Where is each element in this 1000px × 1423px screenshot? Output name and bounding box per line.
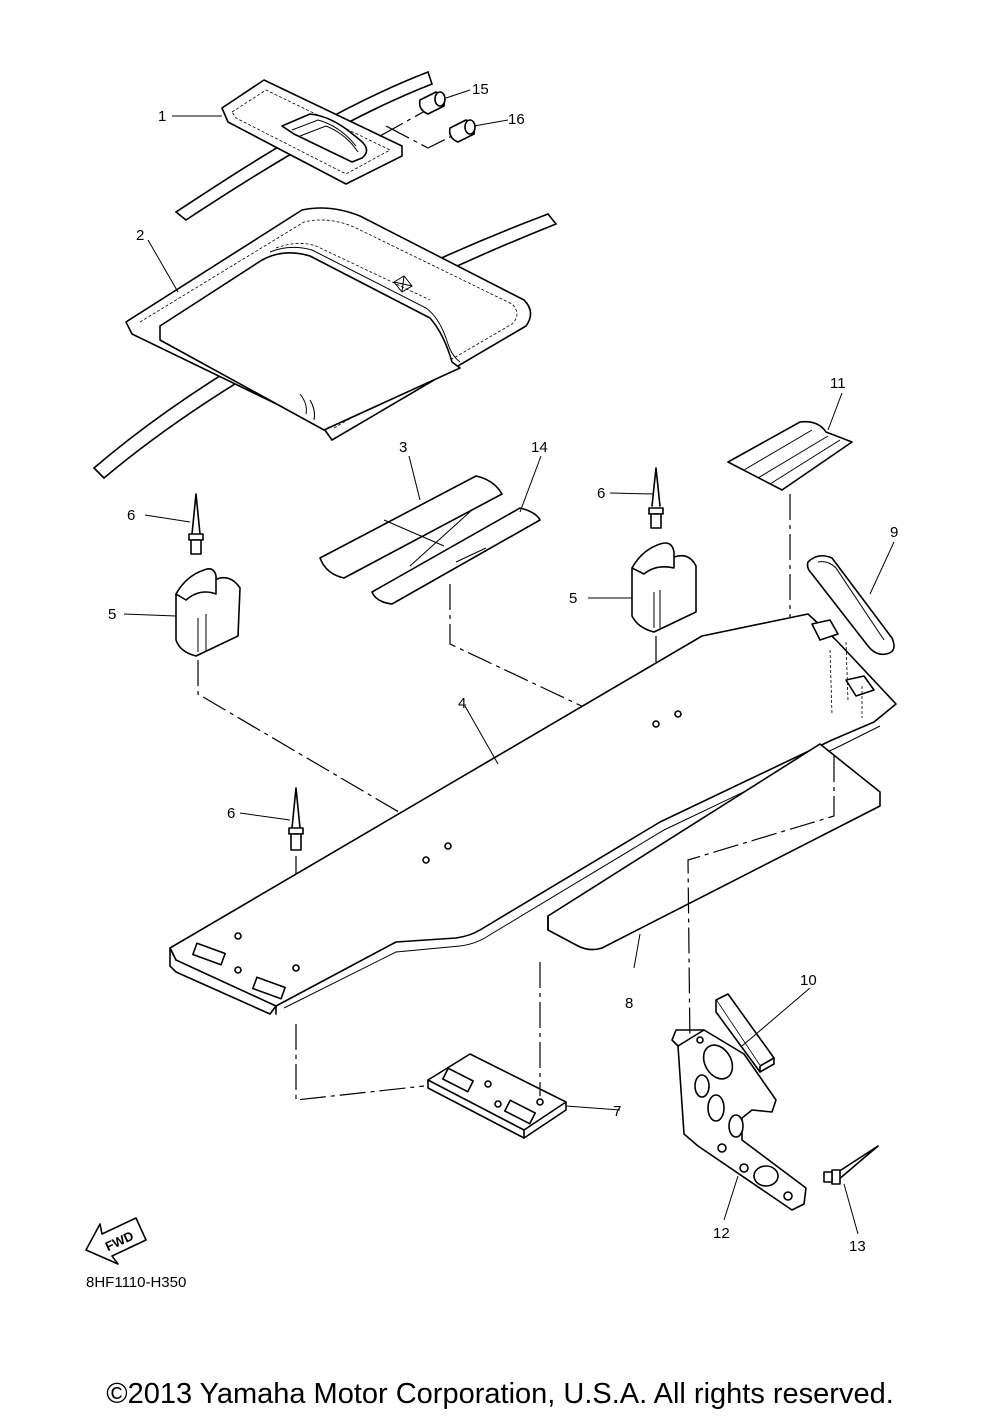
callout-5-right: 5	[569, 590, 577, 607]
part-8-side-plate	[547, 743, 881, 1049]
callout-12: 12	[713, 1225, 730, 1242]
callout-2: 2	[136, 227, 144, 244]
part-3-decal	[319, 475, 503, 579]
part-1-storage-pocket	[221, 79, 435, 185]
part-11-mat	[727, 420, 853, 718]
callout-7: 7	[613, 1103, 621, 1120]
part-6-rivet-right	[648, 467, 664, 529]
callout-5-left: 5	[108, 606, 116, 623]
part-9-clip	[806, 554, 895, 656]
callout-9: 9	[890, 524, 898, 541]
part-15-grommet	[418, 91, 446, 115]
callout-13: 13	[849, 1238, 866, 1255]
callout-1: 1	[158, 108, 166, 125]
part-4-tray	[169, 613, 897, 1015]
leader-lines	[123, 89, 895, 1235]
callout-11: 11	[830, 375, 846, 392]
fwd-arrow-icon: FWD	[85, 1217, 147, 1265]
callout-10: 10	[800, 972, 817, 989]
part-7-plate	[295, 962, 567, 1139]
callout-labels: 1 2 3 4 5 5 6 6 6 7 8 9 10 11 12 13 14 1…	[108, 81, 898, 1255]
part-6-rivet-left	[188, 493, 204, 555]
part-2-seat-cover	[125, 207, 532, 441]
callout-16: 16	[508, 111, 525, 128]
drawing-code: 8HF1110-H350	[86, 1274, 186, 1291]
part-13-rivet	[823, 1145, 879, 1185]
callout-6-right: 6	[597, 485, 605, 502]
part-10-rubber-block	[715, 993, 775, 1073]
callout-8: 8	[625, 995, 633, 1012]
callout-6-lower: 6	[227, 805, 235, 822]
callout-14: 14	[531, 439, 548, 456]
part-12-bracket	[671, 1029, 807, 1211]
part-5-clip-left	[175, 568, 427, 858]
part-16-grommet	[385, 119, 476, 149]
callout-3: 3	[399, 439, 407, 456]
part-5-clip-right	[631, 542, 697, 718]
callout-6-left: 6	[127, 507, 135, 524]
callout-15: 15	[472, 81, 489, 98]
callout-4: 4	[458, 695, 466, 712]
copyright-notice: ©2013 Yamaha Motor Corporation, U.S.A. A…	[106, 1378, 894, 1410]
